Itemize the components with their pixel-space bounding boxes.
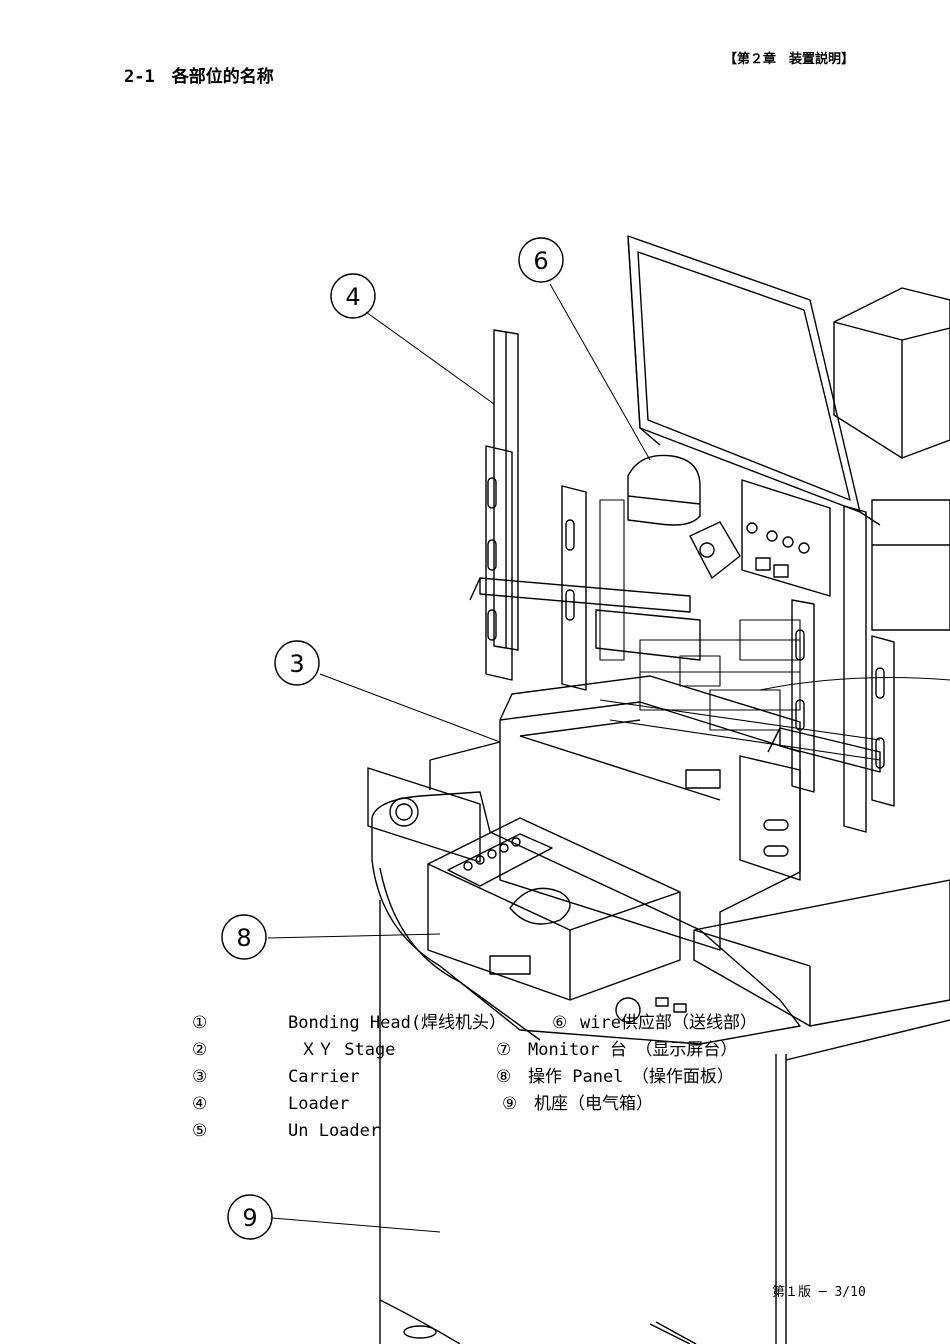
inner-mechanism	[599, 499, 950, 761]
legend-text-6: wire供应部（送线部）	[580, 1013, 757, 1033]
legend-text-9: 机座（电气箱）	[534, 1094, 653, 1114]
legend-num-4: ④	[192, 1094, 207, 1114]
callout-6: 6	[518, 237, 564, 283]
callout-8: 8	[221, 914, 267, 960]
callout-4: 4	[330, 273, 376, 319]
legend-num-7: ⑦	[496, 1040, 511, 1060]
leader-lines	[267, 283, 651, 1233]
right-housing	[833, 287, 950, 631]
carrier-unit	[367, 675, 801, 951]
legend-text-3: Carrier	[288, 1067, 360, 1087]
callout-3: 3	[274, 640, 320, 686]
callout-6-label: 6	[533, 247, 548, 275]
legend-num-9: ⑨	[502, 1094, 517, 1114]
callout-4-label: 4	[345, 283, 360, 311]
legend-text-4: Loader	[288, 1094, 349, 1114]
base-cabinet	[379, 900, 950, 1344]
control-panel	[741, 479, 831, 597]
callout-8-label: 8	[236, 924, 251, 952]
page-footer: 第１版 ─ 3/10	[772, 1285, 866, 1300]
legend-num-8: ⑧	[496, 1067, 511, 1087]
loader-rails	[469, 329, 701, 691]
legend-num-2: ②	[192, 1040, 207, 1060]
legend-num-6: ⑥	[552, 1013, 567, 1033]
callout-9: 9	[227, 1194, 273, 1240]
legend-text-8: 操作 Panel （操作面板）	[528, 1067, 734, 1087]
legend-text-5: Un Loader	[288, 1121, 380, 1141]
legend: ① Bonding Head(焊线机头） ② ＸＹ Stage ③ Carrie…	[192, 1013, 757, 1141]
section-title: 2-1 各部位的名称	[124, 67, 274, 87]
callout-3-label: 3	[289, 650, 304, 678]
legend-num-5: ⑤	[192, 1121, 207, 1141]
legend-num-3: ③	[192, 1067, 207, 1087]
monitor-unit	[627, 235, 881, 526]
wire-spool	[627, 454, 741, 579]
operation-panel	[371, 791, 950, 1045]
chapter-tag: 【第２章 装置説明】	[724, 52, 855, 67]
legend-text-1: Bonding Head(焊线机头）	[288, 1013, 506, 1033]
legend-text-7: Monitor 台 （显示屏台）	[528, 1040, 737, 1060]
legend-text-2: ＸＹ Stage	[300, 1040, 395, 1060]
callout-9-label: 9	[242, 1204, 257, 1232]
right-rails	[767, 505, 895, 833]
legend-num-1: ①	[192, 1013, 207, 1033]
